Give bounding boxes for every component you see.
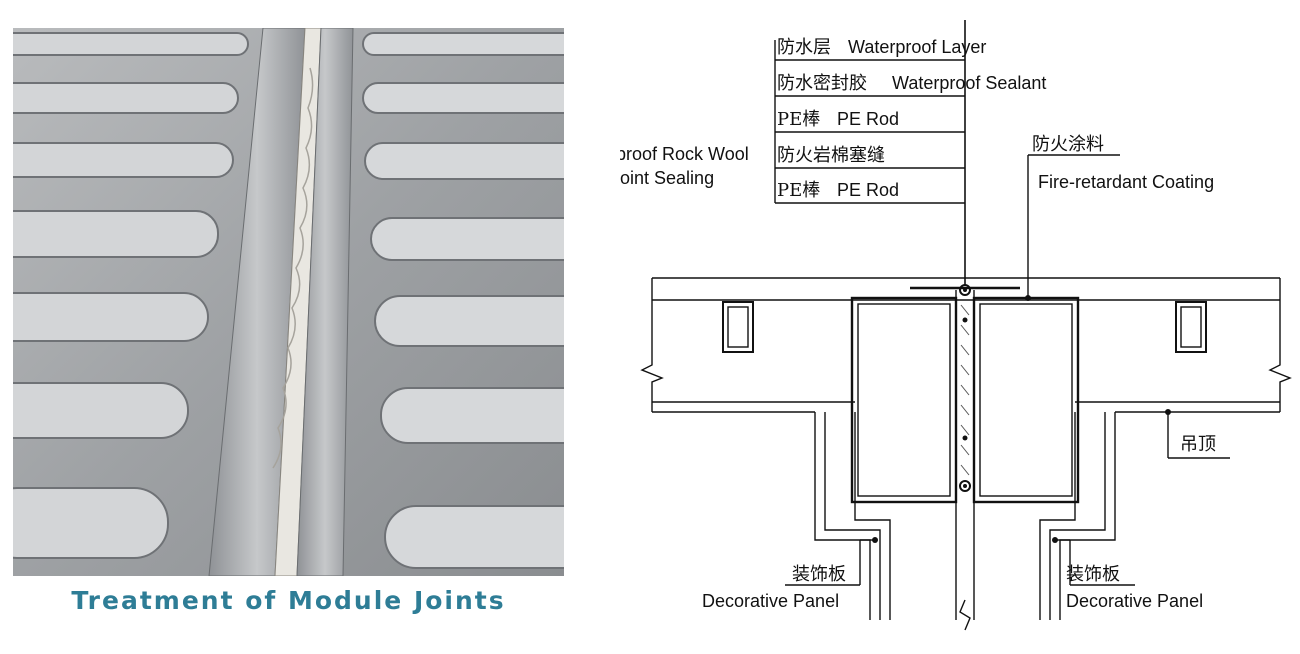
label-rockwool-en-2: for Joint Sealing xyxy=(620,168,714,188)
label-pe-rod-1-cn: PE棒 xyxy=(777,109,820,130)
label-panel-right-cn: 装饰板 xyxy=(1066,564,1120,585)
left-break xyxy=(640,278,664,412)
label-panel-left-cn: 装饰板 xyxy=(792,564,846,585)
label-coating-en: Fire-retardant Coating xyxy=(1038,172,1214,192)
left-ceiling-frame xyxy=(814,412,871,620)
label-rockwool-cn: 防火岩棉塞缝 xyxy=(777,145,885,166)
label-waterproof-layer-en: Waterproof Layer xyxy=(848,37,986,57)
right-ceiling-frame xyxy=(1059,412,1116,620)
joint-section-drawing: 防水层 Waterproof Layer 防水密封胶 Waterproof Se… xyxy=(620,20,1292,631)
right-cover-strip xyxy=(296,28,354,576)
label-rockwool-en-1: Fireproof Rock Wool xyxy=(620,144,749,164)
label-panel-left-en: Decorative Panel xyxy=(702,591,839,611)
right-beam xyxy=(972,296,1080,504)
right-panel-grooves xyxy=(362,32,564,569)
left-beam xyxy=(850,296,958,504)
label-pe-rod-1-en: PE Rod xyxy=(837,109,899,129)
label-coating-cn: 防火涂料 xyxy=(1032,134,1104,155)
label-sealant-en: Waterproof Sealant xyxy=(892,73,1046,93)
photo-caption: Treatment of Module Joints xyxy=(71,586,506,615)
label-ceiling-cn: 吊顶 xyxy=(1180,434,1216,455)
left-panel-grooves xyxy=(13,32,249,559)
module-joint-photo xyxy=(13,28,564,576)
label-pe-rod-2-cn: PE棒 xyxy=(777,180,820,201)
right-break xyxy=(1268,278,1292,412)
label-pe-rod-2-en: PE Rod xyxy=(837,180,899,200)
label-sealant-cn: 防水密封胶 xyxy=(777,73,867,94)
label-panel-right-en: Decorative Panel xyxy=(1066,591,1203,611)
label-waterproof-layer-cn: 防水层 xyxy=(777,37,831,58)
